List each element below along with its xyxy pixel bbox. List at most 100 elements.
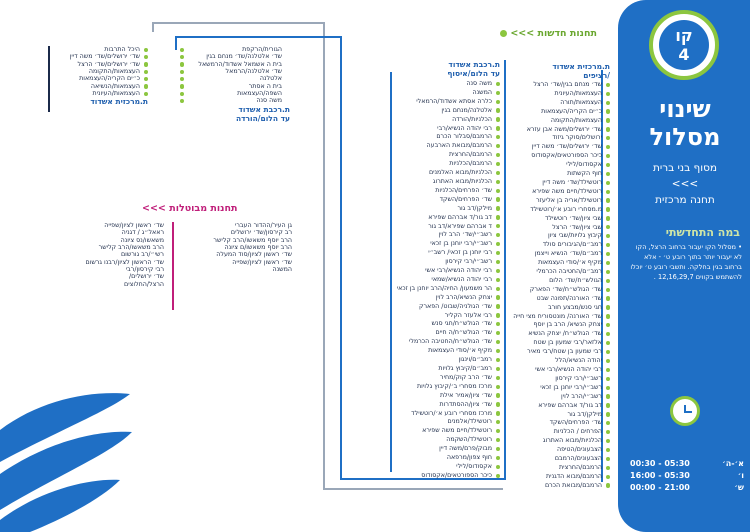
list-item: רבי אלעזר הקליר (396, 312, 500, 321)
station-dot-icon (605, 278, 610, 283)
list-item: הרמבם/החרצית (508, 464, 610, 473)
list-item: רב קירסון/שד׳ ירושלים (230, 229, 292, 237)
list-item: העצמאות/התקומה (508, 117, 610, 126)
list-item: רשב״י/שד׳ הרב לוין (396, 231, 500, 240)
route-line (323, 488, 503, 490)
list-item: מבוק/פרם/משה דיין (396, 445, 500, 454)
list-item: שד׳ הרב קוק/מחיר (396, 374, 500, 383)
list-item: רמב״ם/קיבוץ גלויות (396, 365, 500, 374)
cancelled-list-right: גן העיר/ההדור העברי רב קירסון/שד׳ ירושלי… (180, 222, 292, 273)
list-item: הרמבם/מבואת הארבעה (396, 142, 500, 151)
green-dot-icon (500, 30, 507, 37)
station-dot-icon (495, 206, 500, 211)
list-item: שד׳ האורנה/תפונה שבט (508, 295, 610, 304)
route-line (340, 478, 506, 480)
station-dot-icon (495, 259, 500, 265)
list-item: משה סנה (180, 97, 290, 104)
list-item: אקסודוס/לילי (396, 463, 500, 472)
list-item: כלרה אסתא אשדוד/הרמאלי (396, 98, 500, 107)
list-item: שד׳ ציון/ההסתדרות (396, 401, 500, 410)
route-line (152, 22, 325, 24)
route-line (172, 222, 174, 310)
station-dot-icon (495, 313, 500, 318)
list-item: שד׳ אלטלנה/הרמאל (180, 68, 290, 75)
list-item: הכלניות/מבוא האתרוג (508, 437, 610, 446)
station-dot-icon (495, 366, 500, 371)
list-item: משאשו/נס ציונה (120, 236, 164, 244)
list-item: ד אברהם שפירא/דב גור (396, 223, 500, 232)
list-item: רבי יהודה הנשיא/רבי (396, 125, 500, 134)
station-dot-icon (605, 171, 610, 177)
station-dot-icon (495, 286, 500, 291)
station-dot-icon (605, 376, 610, 381)
route-line (175, 36, 177, 50)
station-dot-icon (605, 358, 610, 364)
station-dot-icon (495, 126, 500, 131)
station-dot-icon (495, 268, 500, 274)
list-item: מרכז מסחרי רובע א׳/רוטשילד (396, 410, 500, 419)
list-item: הגולש״ח/שד׳ הלום (508, 277, 610, 286)
list-item: בית ה אשמאל אשדוד/הרמשאל (180, 61, 290, 68)
cancelled-stations-heading: תחנות מבוטלות >>> (142, 203, 238, 214)
station-dot-icon (605, 340, 610, 346)
hours-row: ו׳16:00 - 05:30 (630, 471, 744, 480)
list-item: רשב״י/רבי קירסון (508, 375, 610, 384)
clock-icon (670, 396, 700, 426)
list-item: יהודה הנשיא/הלל (508, 357, 610, 366)
list-item: כ״ים הקריה/העצמאות (508, 108, 610, 117)
station-dot-icon (495, 135, 500, 140)
station-dot-icon (605, 189, 610, 194)
list-item: הכלניות/מבוא האלמנים (396, 169, 500, 178)
list-item: שד׳ הגולש״ח/ה חיים (396, 329, 500, 338)
list-item: הרמבם/סבלור הכרם (396, 133, 500, 142)
station-dot-icon (605, 323, 610, 328)
station-dot-icon (605, 234, 610, 239)
green-station-list: הגורית/הרקפת שד׳ אלטלנה/שד׳ מנחם בגין בי… (180, 46, 290, 123)
list-item: רבי יוחנן בן זכאי/ רשב״י (396, 249, 500, 258)
station-dot-icon (605, 109, 610, 114)
station-dot-icon (605, 403, 610, 408)
station-dot-icon (495, 357, 500, 363)
list-item: הצבעונים/הטיפה (508, 446, 610, 455)
station-dot-icon (605, 483, 610, 488)
list-item: שד׳ ירושלים/שד׳ משה דיין (508, 143, 610, 152)
station-dot-icon (605, 465, 610, 470)
list-item: קיבוץ גלויות/שבי ציון (508, 232, 610, 241)
decorative-swoosh (0, 393, 132, 532)
station-dot-icon (495, 170, 500, 176)
station-dot-icon (605, 198, 610, 203)
terminal-label: עד הלום/הורדה (235, 113, 290, 123)
station-dot-icon (495, 117, 500, 122)
hours-row: ש׳00:00 - 21:00 (630, 483, 744, 492)
station-dot-icon (605, 421, 610, 426)
list-item: דב גור/ד אברהם שפירא (396, 214, 500, 223)
station-dot-icon (495, 197, 500, 202)
list-item: שבי ציון/שד׳ רוטשילד (508, 215, 610, 224)
list-item: מילקן/דב גור (396, 205, 500, 214)
list-item: שבי ציון/שד׳ הרצל (508, 224, 610, 233)
far-left-station-list: היכל התרבות שד׳ ירושלים/שד׳ משה דיין שד׳… (58, 46, 148, 106)
list-item: מ.מסחרי רובע א׳/רוטשילד (508, 206, 610, 215)
list-item: רמב״ם/וינגון (396, 356, 500, 365)
terminal-label: /רציפים (583, 71, 610, 80)
list-item: חגי סנש/מבצע חורב (508, 304, 610, 313)
list-item: מילקן/דב גור (508, 411, 610, 420)
station-dot-icon (605, 332, 610, 337)
station-dot-icon (605, 412, 610, 417)
station-dot-icon (495, 179, 500, 184)
list-item: העצמאות/הנשיאה (58, 83, 148, 90)
station-dot-icon (495, 152, 500, 158)
list-item: רבי יהודה הנשיא/רבי אשי (396, 267, 500, 276)
list-item: הגורית/הרקפת (180, 46, 290, 53)
station-dot-icon (605, 162, 610, 168)
station-dot-icon (495, 420, 500, 425)
station-dot-icon (495, 437, 500, 443)
list-item: שד׳ הגולש״ח/החטיבה הכרמלי (396, 338, 500, 347)
list-item: שד׳ הגולש״ח/ יצחק הנשיא (508, 330, 610, 339)
station-dot-icon (605, 305, 610, 310)
list-item: משה סנה (396, 80, 500, 89)
list-item: כיכר הספורטאים/אקסודוס (396, 472, 500, 481)
hours-row: א׳-ה׳00:30 - 05:30 (630, 459, 744, 468)
list-item: מקיף א׳/סודי העצמאות (508, 259, 610, 268)
list-item: שד׳ ירושלים/שד׳ הרצל (58, 61, 148, 68)
